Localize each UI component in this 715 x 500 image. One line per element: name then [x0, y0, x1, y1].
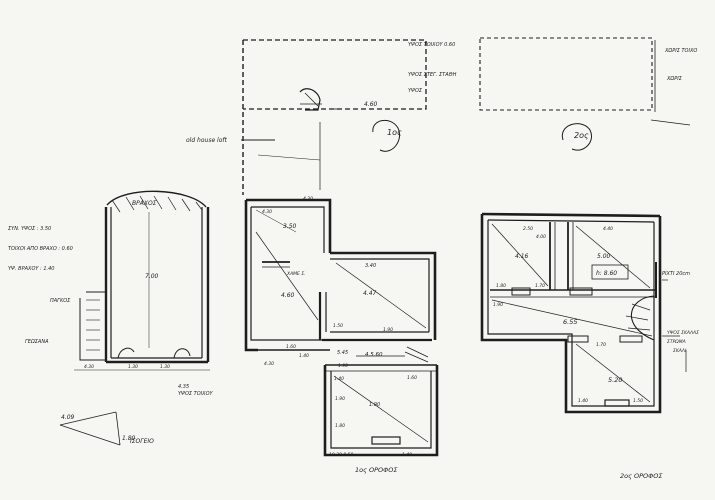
sf-dim-14: 1.50 — [633, 398, 643, 404]
ff-dim-13: 1.40 — [299, 353, 309, 359]
floor-circle-2 — [561, 123, 592, 151]
ff-dim-18: 1.80 — [335, 423, 345, 429]
sf-dim-4: 5.00 — [597, 253, 611, 260]
ff-dim-6: 4.30 — [303, 196, 313, 202]
second-floor-walls — [480, 212, 687, 414]
ff-dim-12: 1.60 — [286, 344, 296, 350]
section-note-2: ΤΟΙΧΟΙ ΑΠΟ ΒΡΑΧΟ : 0.60 — [8, 246, 73, 252]
ff-dim-8: 1.50 — [333, 323, 343, 329]
ff-dim-9: 1.90 — [383, 327, 393, 333]
sf-dim-3: 4.16 — [515, 253, 529, 260]
slope-label-1: 4.09 — [61, 414, 75, 421]
first-floor-walls — [244, 198, 439, 457]
sf-dim-8: 5.20 — [608, 376, 622, 384]
ff-dim-5: 4.47 — [363, 290, 377, 297]
side-label-2: ΓΕΩΣΑΝΑ — [25, 339, 49, 345]
sf-dim-13: 1.40 — [578, 398, 588, 404]
sf-dim-7: 6.55 — [563, 318, 577, 326]
sf-stair-note-2: ΣΤΡΩΜΑ — [667, 339, 686, 345]
section-note-3: ΥΨ. ΒΡΑΧΟΥ : 1.40 — [8, 266, 54, 272]
upper-roof-outline — [241, 39, 427, 195]
sf-dim-1: 2.50 — [523, 226, 533, 232]
section-bottom-note: ΥΨΟΣ ΤΟΙΧΟΥ — [178, 391, 213, 397]
sf-stair-note-1: ΥΨΟΣ ΣΚΑΛΑΣ — [667, 330, 699, 336]
first-floor-label: 1ος ΟΡΟΦΟΣ — [355, 466, 398, 474]
ff-dim-1: 4.30 — [262, 209, 272, 215]
ff-dim-17: 1.90 — [335, 396, 345, 402]
floor-circle-1-label: 1ος — [387, 128, 402, 137]
ff-dim-22: 1.40 — [402, 452, 412, 458]
second-floor-label: 2ος ΟΡΟΦΟΣ — [620, 472, 663, 480]
section-title: ΒΡΑΧΟΣ — [132, 200, 157, 207]
section-dim-4: 4.35 — [178, 384, 189, 390]
height-note-2: ΥΨΟΣ ΣΤΕΓ. ΣΤΑΘΗ — [408, 72, 457, 78]
ff-dim-19: 1.90 — [369, 402, 380, 408]
floor-circle-1 — [372, 119, 400, 152]
sf-dim-10: 1.70 — [535, 283, 545, 289]
ff-dim-3: ΧΑΜΕ Σ. — [286, 271, 306, 277]
sf-dim-9: 1.80 — [496, 283, 506, 289]
section-dim-3: 1.30 — [160, 364, 170, 370]
side-label-1: ΠΑΓΚΟΣ — [50, 298, 71, 304]
sf-stair-note-3: ΣΚΑΛΙ — [673, 348, 687, 354]
ff-dim-4: 3.40 — [365, 263, 376, 269]
section-dim-2: 1.30 — [128, 364, 138, 370]
floor-circle-2-label: 2ος — [574, 131, 589, 140]
ff-dim-2: 3.50 — [283, 223, 297, 230]
height-note-3: ΥΨΟΣ — [408, 88, 423, 94]
right-roof-outline — [479, 37, 691, 126]
ground-section — [59, 190, 210, 446]
ff-dim-7: 4.60 — [281, 292, 295, 299]
section-height-label: 7.00 — [145, 273, 159, 280]
sf-side-note: ΡΙΧΤΙ 20cm — [662, 271, 690, 277]
sf-dim-11: 1.90 — [493, 302, 503, 308]
sf-dim-12: 1.70 — [596, 342, 606, 348]
right-note-2: ΧΩΡΙΣ — [666, 76, 683, 82]
section-dim-1: 4.30 — [84, 364, 94, 370]
ff-dim-21: 10.30 0.50 — [329, 452, 353, 458]
sf-dim-5: 4.00 — [536, 234, 546, 240]
ff-dim-11: 4.5.60 — [365, 352, 383, 358]
height-note-1: ΥΨΟΣ ΤΟΙΧΟΥ 0.60 — [408, 42, 455, 48]
slope-caption: ΙΣΟΓΕΙΟ — [130, 438, 154, 445]
old-house-label: old house loft — [186, 137, 228, 144]
roof-width-label: 4.60 — [364, 101, 378, 108]
right-note-1: ΧΩΡΙΣ ΤΟΙΧΟ — [664, 48, 697, 54]
slope-label-2: 1.80 — [122, 435, 136, 442]
ff-dim-20: 1.40 — [334, 376, 344, 382]
sf-dim-6: h: 8.60 — [596, 270, 617, 277]
height-box — [591, 264, 629, 280]
sf-dim-2: 4.40 — [603, 226, 613, 232]
ff-dim-14: 1.90 — [338, 363, 348, 369]
section-note-1: ΣΥΝ. ΥΨΟΣ : 3.50 — [8, 226, 51, 232]
ff-dim-16: 1.60 — [407, 375, 417, 381]
ff-dim-15: 4.30 — [264, 361, 274, 367]
ff-dim-10: 5.45 — [337, 350, 348, 356]
